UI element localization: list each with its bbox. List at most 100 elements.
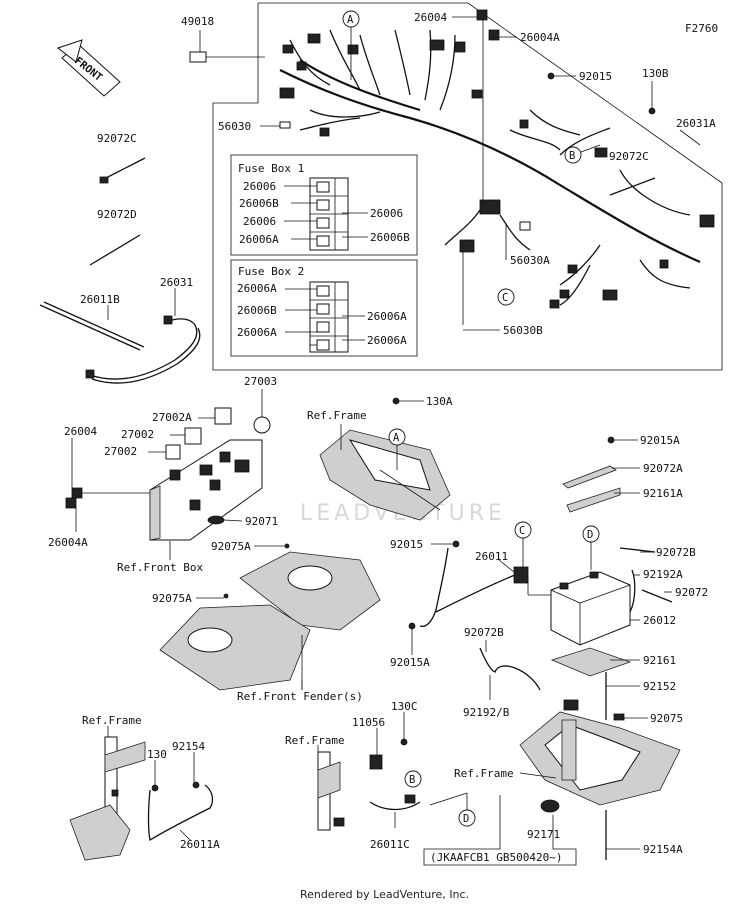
label-92154: 92154 [172,740,205,753]
label-92075a-b: 92075A [152,592,192,605]
connector-26004a-icon [488,29,500,41]
label-92161a: 92161A [643,487,683,500]
label-92171: 92171 [527,828,560,841]
label-92072a: 92072A [643,462,683,475]
label-56030: 56030 [218,120,251,133]
svg-text:26006A: 26006A [367,334,407,347]
serial-note: (JKAAFCB1 GB500420~) [430,851,562,864]
battery-hardware [562,436,673,860]
fuse-box-1-title: Fuse Box 1 [238,162,304,175]
battery-cable-26011 [408,540,541,691]
svg-text:26006B: 26006B [239,197,279,210]
svg-text:26006B: 26006B [370,231,410,244]
label-26012: 26012 [643,614,676,627]
main-wiring-harness [279,29,715,309]
clip-49018-icon [189,51,207,63]
label-26004a-top: 26004A [520,31,560,44]
bolt-92015-icon [547,72,555,80]
label-26031: 26031 [160,276,193,289]
leader-lines-bottom-middle [317,712,405,828]
svg-text:26006: 26006 [370,207,403,220]
label-92075a-a: 92075A [211,540,251,553]
svg-text:C: C [502,292,508,304]
ref-front-fender: Ref.Front Fender(s) [237,690,363,703]
leader-lines-bottom-left [107,726,195,841]
label-130: 130 [147,748,167,761]
label-49018: 49018 [181,15,214,28]
svg-text:26006: 26006 [243,215,276,228]
label-92192b: 92192/B [463,706,510,719]
harness-panel-outline [212,2,723,371]
label-92152: 92152 [643,680,676,693]
ref-frame-bm: Ref.Frame [285,734,345,747]
label-92072: 92072 [675,586,708,599]
callout-b-bottom: B [404,770,422,788]
leader-lines-top [199,16,701,331]
label-92072d: 92072D [97,208,137,221]
tie-92072c-left-icon [101,157,146,181]
fuse-box-2: Fuse Box 2 26006A 26006B 26006A 26006A 2… [230,259,418,357]
leader-ref-frame-br [519,772,557,779]
label-27002-b: 27002 [104,445,137,458]
diagram-code: F2760 [685,22,718,35]
svg-text:B: B [569,150,575,162]
label-26031a: 26031A [676,117,716,130]
serial-note-box: 92171 (JKAAFCB1 GB500420~) [423,795,577,866]
battery-26012 [550,571,632,677]
label-92015-mid: 92015 [390,538,423,551]
bolt-130b-icon [648,107,656,115]
grommet-56030-icon [279,121,291,129]
cable-26011b [39,288,201,384]
label-92161: 92161 [643,654,676,667]
label-92071: 92071 [245,515,278,528]
svg-text:C: C [519,525,525,537]
svg-text:A: A [393,432,400,444]
callout-c-top: C [497,288,515,306]
label-92075: 92075 [650,712,683,725]
bolt-130a-icon [392,397,400,405]
front-box-assembly [65,407,271,541]
ref-frame-bl: Ref.Frame [82,714,142,727]
label-56030b: 56030B [503,324,543,337]
callout-c-mid: C [514,521,532,567]
leader-lines-front-box [71,389,263,560]
svg-text:26006A: 26006A [367,310,407,323]
battery-tray [519,699,681,813]
leader-lines-fender [196,545,303,690]
tie-92072d-icon [89,234,141,266]
label-130c: 130C [391,700,418,713]
frame-top-assembly [319,424,451,521]
label-130a: 130A [426,395,453,408]
label-92015: 92015 [579,70,612,83]
svg-text:26006B: 26006B [237,304,277,317]
callout-d-battery: D [582,525,600,570]
svg-text:26006A: 26006A [237,326,277,339]
svg-text:B: B [409,774,415,786]
ref-frame-br: Ref.Frame [454,767,514,780]
callout-d-tray: D [429,792,476,827]
leader-lines-battery [411,543,560,700]
label-26011: 26011 [475,550,508,563]
svg-text:D: D [587,529,593,541]
label-92072c-right: 92072C [609,150,649,163]
label-26011b: 26011B [80,293,120,306]
label-92015a-mid: 92015A [390,656,430,669]
svg-text:26006A: 26006A [237,282,277,295]
fuse-box-2-title: Fuse Box 2 [238,265,304,278]
label-27002-a: 27002 [121,428,154,441]
connector-26004-icon [476,9,488,21]
label-92154a: 92154A [643,843,683,856]
frame-bottom-left [69,736,214,861]
label-130b: 130B [642,67,669,80]
front-arrow-icon: FRONT [56,39,121,97]
label-92072b-mid: 92072B [464,626,504,639]
callout-b-top: B [564,144,601,164]
leader-lines-battery-right [606,439,672,850]
callout-a-mid: A [388,428,406,470]
svg-text:26006: 26006 [243,180,276,193]
label-27002a: 27002A [152,411,192,424]
svg-text:26006A: 26006A [239,233,279,246]
front-fender-assembly [159,543,381,691]
tie-92072c-right-icon [609,177,656,196]
